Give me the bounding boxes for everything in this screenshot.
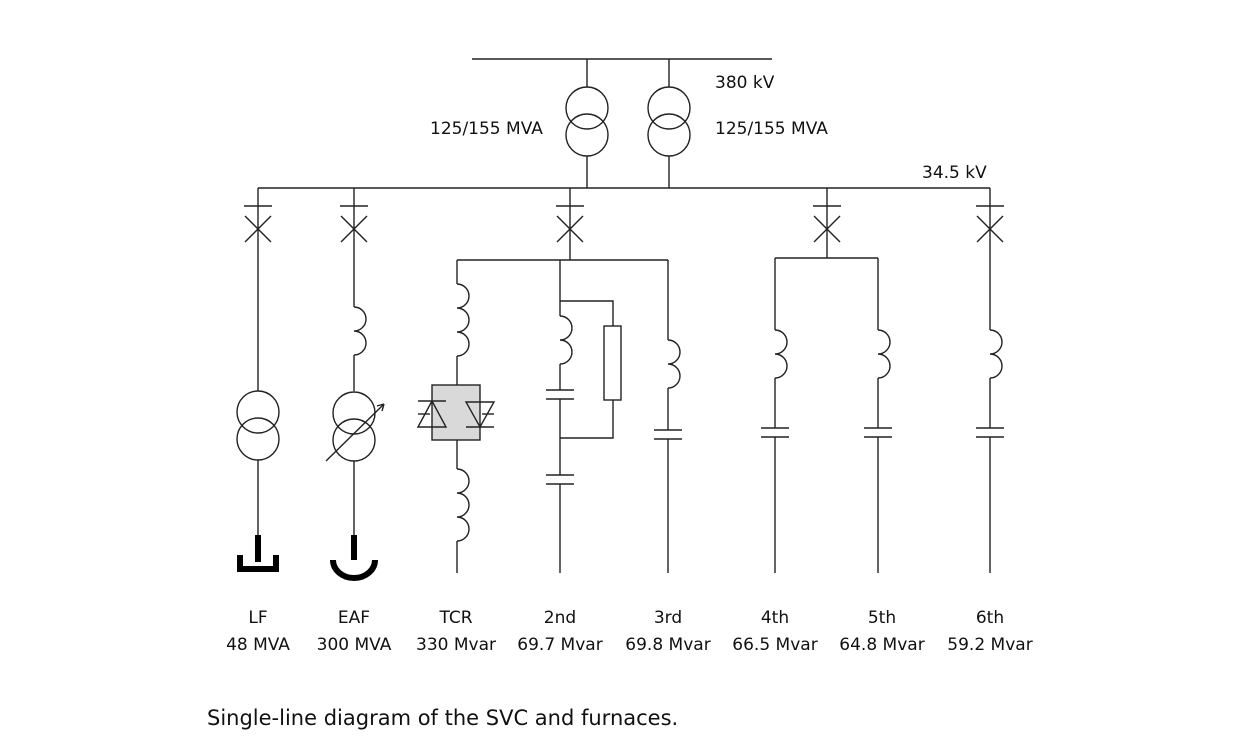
branch-rating-5th: 64.8 Mvar [839, 635, 924, 655]
branch-rating-3rd: 69.8 Mvar [625, 635, 710, 655]
filter-4th-branch [760, 258, 790, 573]
inductor-icon [456, 468, 470, 542]
filter-3rd-branch [653, 260, 683, 573]
thyristor-valve-icon [431, 384, 481, 441]
figure-caption: Single-line diagram of the SVC and furna… [207, 706, 678, 730]
filter-5th-branch [863, 258, 893, 573]
mv-bus-label: 34.5 kV [922, 163, 987, 183]
capacitor-icon [653, 429, 683, 440]
tcr-branch [416, 260, 496, 573]
hv-bus-label: 380 kV [715, 73, 775, 93]
branch-rating-4th: 66.5 Mvar [732, 635, 817, 655]
transformer-icon [236, 390, 280, 461]
branch-name-eaf: EAF [338, 608, 370, 628]
branch-name-4th: 4th [761, 608, 789, 628]
transformer-right-rating: 125/155 MVA [715, 119, 828, 139]
transformer-left-rating: 125/155 MVA [430, 119, 543, 139]
branch-name-tcr: TCR [438, 608, 472, 628]
variable-transformer-icon [332, 391, 376, 462]
ladle-furnace-icon [237, 555, 279, 572]
branch-name-lf: LF [248, 608, 267, 628]
inductor-icon [353, 306, 367, 356]
eaf-branch [325, 188, 385, 581]
branch-rating-6th: 59.2 Mvar [947, 635, 1032, 655]
branch-name-5th: 5th [868, 608, 896, 628]
resistor-icon [603, 325, 622, 401]
branch-rating-2nd: 69.7 Mvar [517, 635, 602, 655]
capacitor-icon [975, 427, 1005, 438]
inductor-icon [877, 329, 891, 379]
branch-name-6th: 6th [976, 608, 1004, 628]
inductor-icon [774, 329, 788, 379]
filter-6th-branch [975, 188, 1005, 573]
lf-branch [236, 188, 280, 572]
main-transformer-right [647, 59, 691, 188]
branch-rating-lf: 48 MVA [226, 635, 290, 655]
arc-furnace-icon [330, 559, 378, 581]
branch-rating-eaf: 300 MVA [317, 635, 392, 655]
capacitor-icon [545, 474, 575, 485]
capacitor-icon [760, 427, 790, 438]
capacitor-icon [863, 427, 893, 438]
capacitor-icon [545, 389, 575, 400]
inductor-icon [559, 315, 573, 365]
branch-name-2nd: 2nd [544, 608, 576, 628]
filter-2nd-branch [545, 260, 622, 573]
inductor-icon [667, 339, 681, 389]
inductor-icon [456, 283, 470, 357]
main-transformer-left [565, 59, 609, 188]
inductor-icon [989, 329, 1003, 379]
branch-rating-tcr: 330 Mvar [416, 635, 496, 655]
branch-name-3rd: 3rd [654, 608, 682, 628]
